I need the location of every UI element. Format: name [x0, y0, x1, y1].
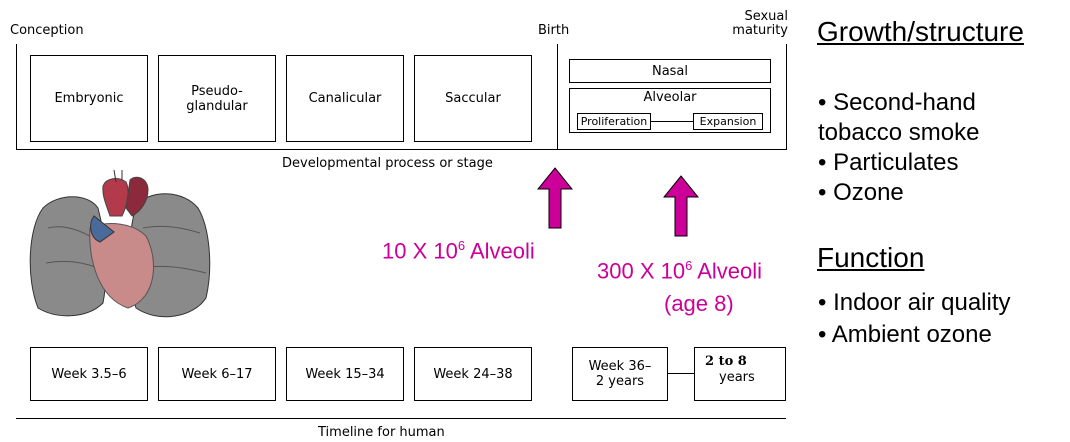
alveoli-birth-coef: 10 X 10: [382, 238, 458, 264]
bracket-left: [16, 44, 17, 150]
growth-heading: Growth/structure: [817, 16, 1024, 47]
week-24-38: Week 24–38: [414, 347, 532, 401]
arrow-birth-icon: [537, 167, 573, 229]
growth-item-2: tobacco smoke: [818, 119, 980, 146]
growth-item-3: • Particulates: [818, 149, 959, 176]
stage-pseudoglandular: Pseudo- glandular: [158, 55, 276, 142]
stage-alveolar-label: Alveolar: [643, 90, 697, 105]
arrow-age8-icon: [663, 175, 699, 237]
sexual-maturity-label: Sexual maturity: [732, 9, 788, 38]
stage-saccular: Saccular: [414, 55, 532, 142]
stage-proliferation: Proliferation: [577, 113, 651, 130]
alveoli-age8-note: (age 8): [664, 291, 734, 316]
years-2-8: 2 to 8 years: [694, 347, 786, 401]
alveoli-age8-exp: 6: [685, 258, 693, 273]
alveoli-birth-unit: Alveoli: [465, 238, 535, 264]
function-item-2: • Ambient ozone: [818, 321, 992, 348]
alveoli-birth: 10 X 106 Alveoli: [382, 238, 535, 264]
week-15-34: Week 15–34: [286, 347, 404, 401]
growth-item-4: • Ozone: [818, 179, 904, 206]
stage-expansion: Expansion: [693, 113, 763, 130]
stage-alveolar-box: Alveolar: [569, 88, 771, 133]
stage-canalicular: Canalicular: [286, 55, 404, 142]
proliferation-expansion-link: [651, 121, 693, 122]
birth-label: Birth: [538, 23, 570, 38]
birth-divider: [557, 44, 558, 150]
function-heading: Function: [817, 242, 925, 273]
alveoli-birth-exp: 6: [457, 238, 466, 253]
bracket-bottom: [16, 149, 786, 150]
growth-item-1: • Second-hand: [818, 89, 976, 116]
years-range: 2 to 8: [705, 354, 747, 369]
alveoli-age8-coef: 300 X 10: [597, 258, 686, 284]
late-link: [668, 373, 694, 374]
alveoli-age8-unit: Alveoli: [692, 258, 763, 284]
week-6-17: Week 6–17: [158, 347, 276, 401]
stage-nasal: Nasal: [569, 59, 771, 83]
function-item-1: • Indoor air quality: [818, 289, 1011, 316]
bracket-right: [786, 44, 787, 150]
years-unit: years: [719, 370, 755, 385]
week-36-2-years: Week 36– 2 years: [572, 347, 668, 401]
bottom-timeline-line: [16, 418, 786, 419]
week-3-6: Week 3.5–6: [30, 347, 148, 401]
alveoli-age8: 300 X 106 Alveoli: [597, 258, 762, 284]
stage-embryonic: Embryonic: [30, 55, 148, 142]
lung-heart-illustration-icon: [18, 168, 218, 326]
conception-label: Conception: [10, 23, 84, 38]
developmental-caption: Developmental process or stage: [282, 156, 493, 171]
timeline-caption: Timeline for human: [318, 425, 445, 440]
